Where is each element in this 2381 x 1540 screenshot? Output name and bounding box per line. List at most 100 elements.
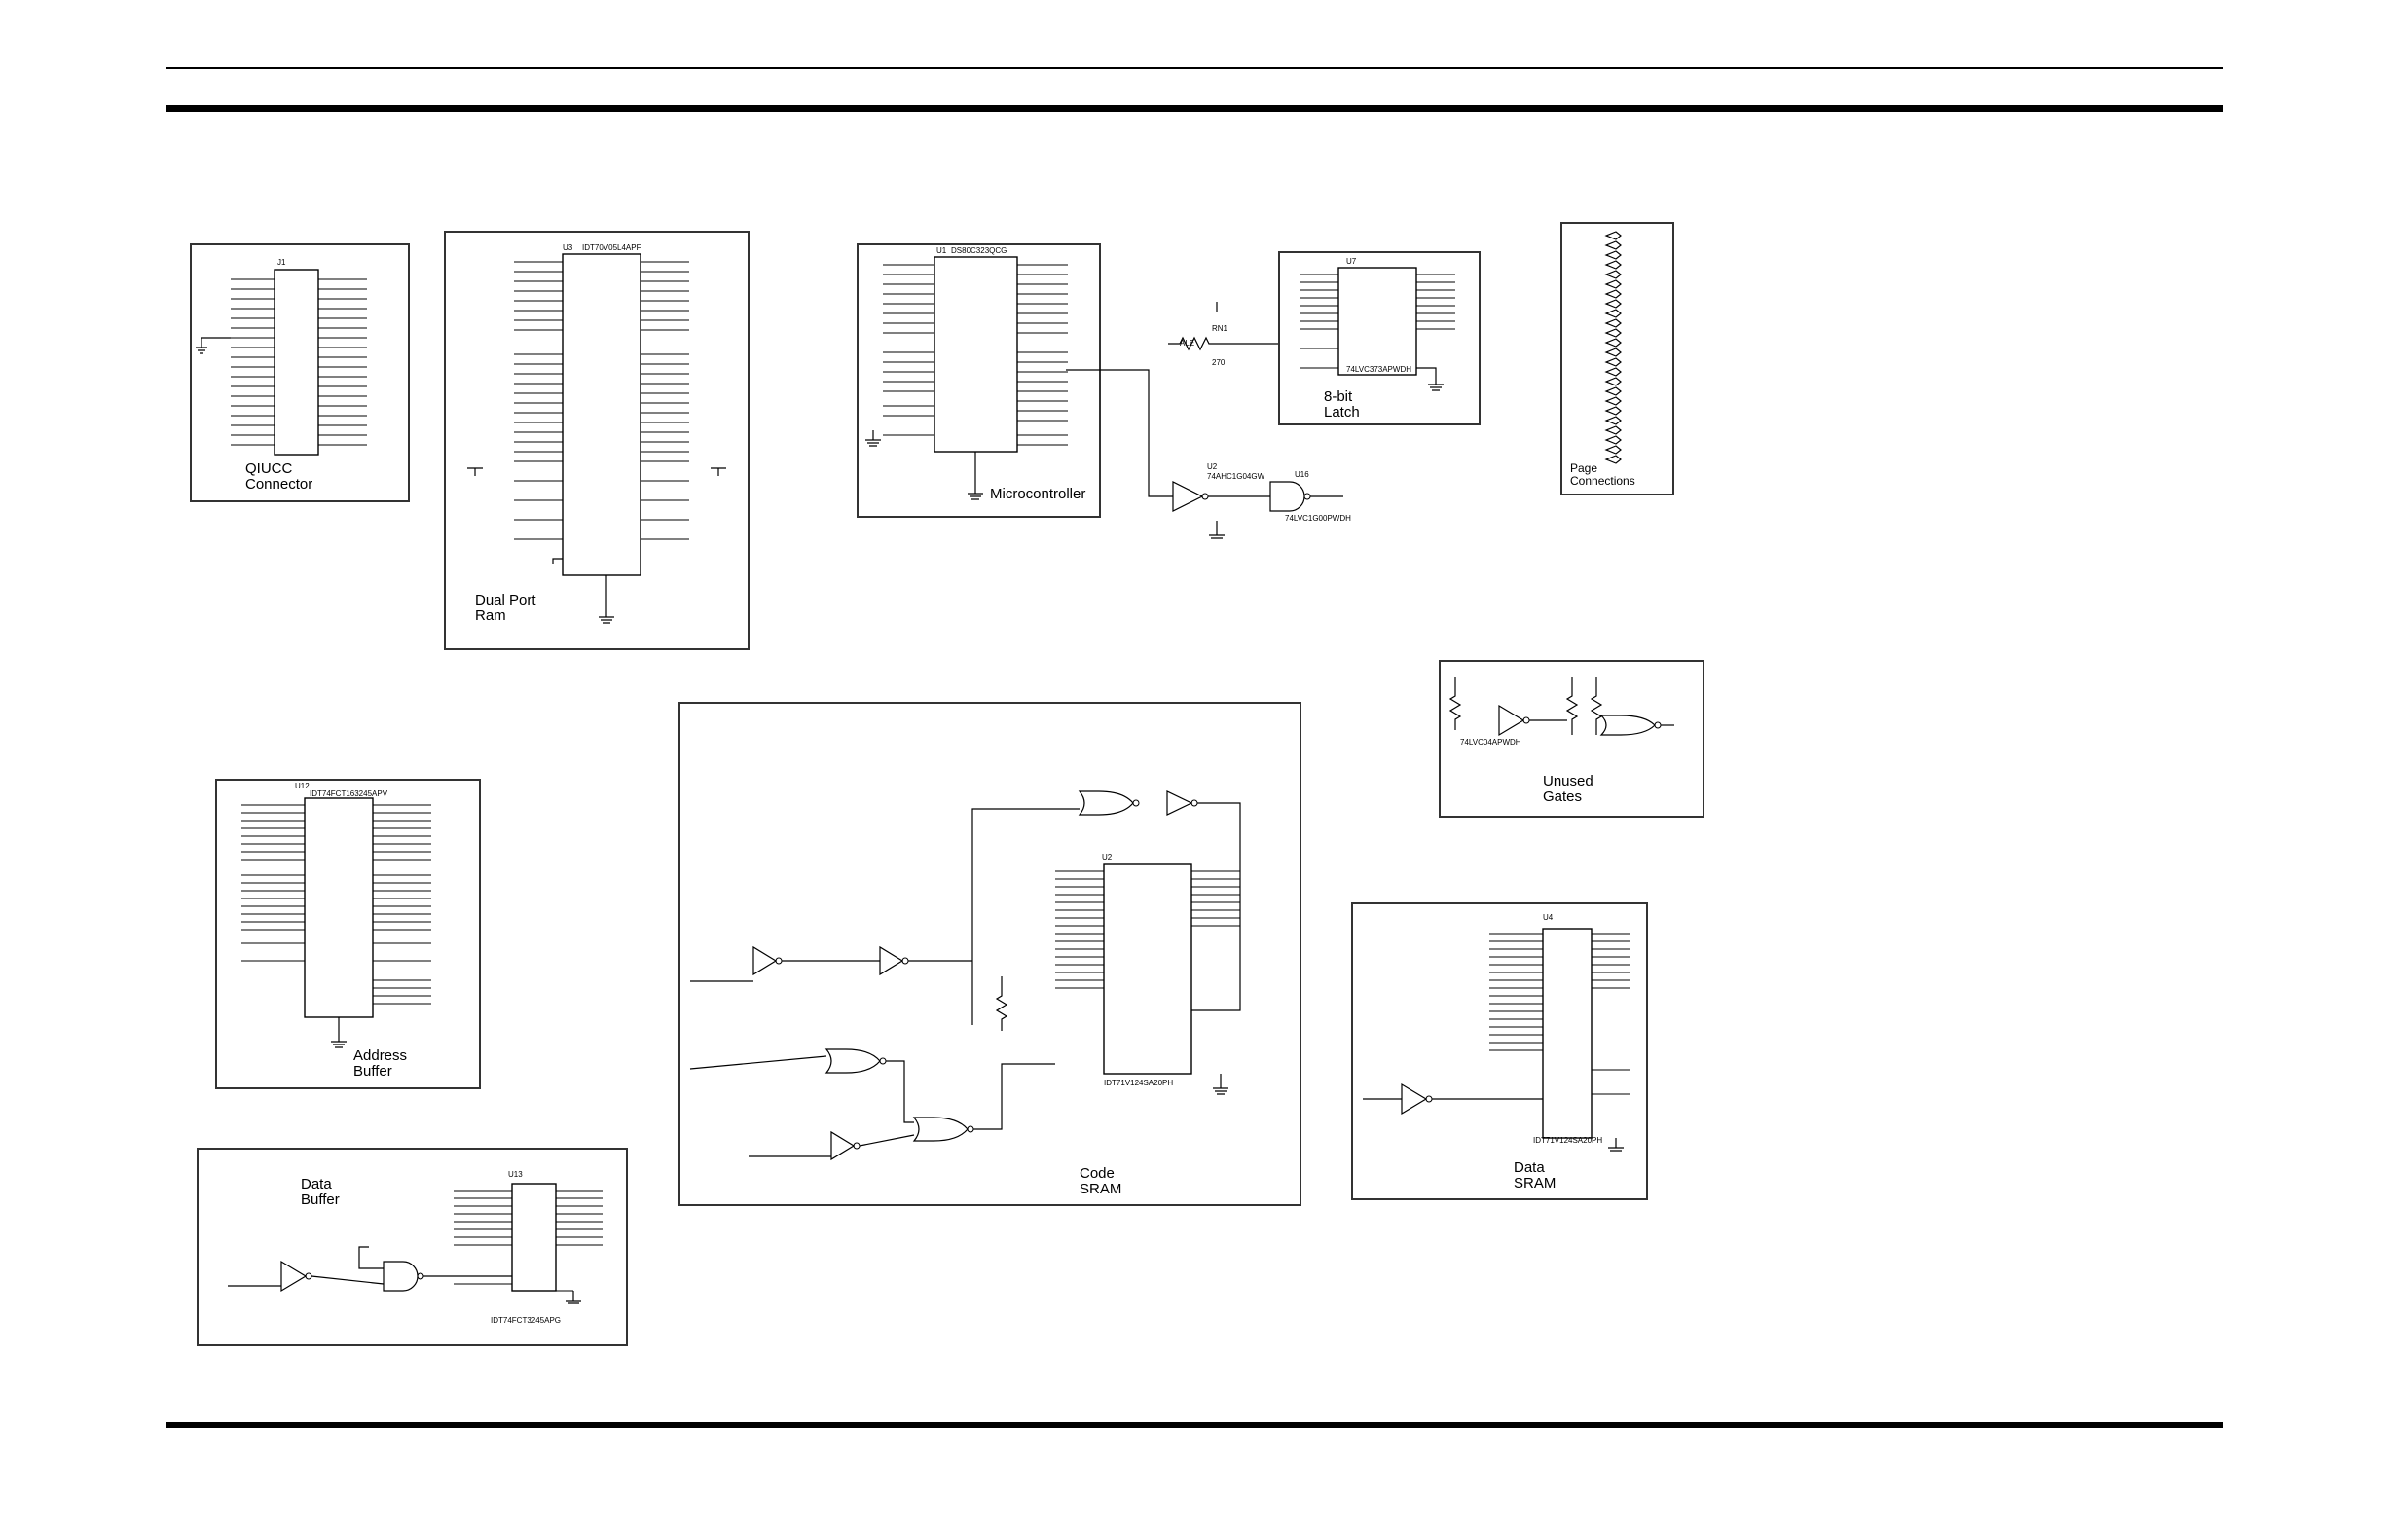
microcontroller-block: U1 DS80C323QCG Microcontroller — [857, 243, 1101, 518]
databuf-part: IDT74FCT3245APG — [491, 1316, 561, 1325]
connector-body — [274, 269, 319, 456]
nor-u17c-bubble — [879, 1057, 887, 1065]
nand-u15-icon — [383, 1261, 419, 1292]
nor-u17a-icon — [1599, 715, 1656, 736]
ground-symbol — [196, 347, 207, 354]
codesram-chip-body — [1103, 863, 1192, 1075]
dpram-pullup-left — [467, 467, 483, 476]
nand-u15-bubble — [417, 1272, 424, 1280]
dual-port-ram-block: U3 IDT70V05L4APF — [444, 231, 750, 650]
dpram-ground — [599, 575, 614, 624]
inverter-u18a-icon — [1498, 704, 1525, 737]
databuf-ground — [566, 1291, 581, 1304]
mcu-ref: U1 — [936, 246, 947, 255]
nor-u17d-bubble — [967, 1125, 974, 1133]
bottom-thick-rule — [166, 1422, 2223, 1428]
latch-drawing: U7 74LVC373APWDH — [1300, 257, 1455, 391]
u16-part-label: 74LVC1G00PWDH — [1285, 514, 1351, 523]
codesram-right-pins — [1191, 870, 1240, 927]
u2-ground-icon — [1209, 521, 1225, 539]
addrbuf-part: IDT74FCT163245APV — [310, 789, 388, 798]
inverter-u18f-icon — [280, 1260, 308, 1293]
nor-input-wire — [971, 808, 1080, 1025]
addrbuf-right-pins — [373, 804, 431, 1005]
dpram-pullup-right — [711, 467, 726, 476]
data-buffer-drawing: U13 IDT74FCT3245APG — [228, 1170, 603, 1325]
latch-chip-body — [1337, 267, 1417, 376]
code-sram-drawing: U2 IDT71V124SA20PH — [689, 790, 1241, 1161]
connector-pins-left — [231, 278, 275, 446]
r1-resistor-icon — [1448, 677, 1462, 730]
ale-label: ALE — [1180, 339, 1194, 348]
datasram-part: IDT71V124SA20PH — [1533, 1136, 1602, 1145]
nor-u17b-bubble — [1132, 799, 1140, 807]
address-buffer-drawing: U12 IDT74FCT163245APV — [241, 782, 431, 1048]
dpram-chip-body — [562, 253, 641, 576]
inverter-u2-icon — [1172, 481, 1204, 512]
addrbuf-ground — [331, 1017, 347, 1048]
reset-chain-wire — [690, 960, 972, 982]
top-thick-rule — [166, 105, 2223, 112]
addrbuf-left-pins — [241, 804, 305, 962]
datasram-ref: U4 — [1543, 913, 1554, 922]
dual-port-ram-drawing: U3 IDT70V05L4APF — [467, 243, 726, 624]
mcu-caption: Microcontroller — [990, 486, 1086, 502]
u2-ref-label: U2 — [1207, 462, 1218, 471]
codesram-ref: U2 — [1102, 853, 1113, 862]
inverter-bubble-icon — [1201, 493, 1209, 500]
ce-wire — [973, 1063, 1055, 1130]
latch-ref: U7 — [1346, 257, 1357, 266]
ground-wire — [201, 337, 231, 348]
rn1-resistor-icon — [1168, 336, 1285, 351]
databuf-right-pins — [556, 1190, 603, 1292]
nor-u17a-bubble — [1654, 721, 1662, 729]
r3-resistor-icon — [1590, 677, 1603, 735]
r17-resistor-icon — [995, 976, 1008, 1031]
mcu-ground-left — [865, 430, 881, 447]
inverter-u18b-icon — [1166, 790, 1193, 816]
nor-u17b-icon — [1078, 790, 1134, 816]
nand-bubble-icon — [1303, 493, 1311, 500]
microcontroller-drawing: U1 DS80C323QCG — [865, 246, 1068, 500]
codesram-left-pins — [1055, 870, 1104, 989]
codesram-ground — [1213, 1074, 1228, 1095]
u18b-to-oe-wire — [1191, 802, 1241, 1011]
databuf-ref: U13 — [508, 1170, 523, 1179]
databuf-left-pins — [454, 1190, 512, 1285]
rn1-label: RN1 — [1212, 324, 1228, 333]
unused-gates-part: 74LVC04APWDH — [1460, 738, 1521, 747]
nor-u17d-icon — [912, 1117, 969, 1142]
mcu-chip-body — [934, 256, 1018, 453]
qiucc-connector-drawing: J1 — [196, 258, 367, 456]
data-sram-drawing: U4 IDT71V124SA20PH — [1363, 913, 1630, 1152]
connector-pins-right — [318, 278, 367, 446]
datasram-chip-body — [1542, 928, 1593, 1139]
inverter-u18e-icon — [830, 1130, 856, 1161]
latch-part: 74LVC373APWDH — [1346, 365, 1411, 374]
page-connector-flags — [1604, 231, 1622, 464]
dpram-vcc-wire — [552, 558, 563, 564]
dpram-part: IDT70V05L4APF — [582, 243, 641, 252]
u16-ref-label: U16 — [1295, 470, 1309, 479]
top-thin-rule — [166, 67, 2223, 69]
r270-label: 270 — [1212, 358, 1226, 367]
nor-u17c-icon — [824, 1048, 881, 1074]
addrbuf-chip-body — [304, 797, 374, 1018]
dpram-ref: U3 — [563, 243, 573, 252]
latch-left-pins — [1300, 274, 1338, 369]
latch-ground — [1416, 367, 1444, 391]
code-sram-block: U2 IDT71V124SA20PH — [678, 702, 1301, 1206]
